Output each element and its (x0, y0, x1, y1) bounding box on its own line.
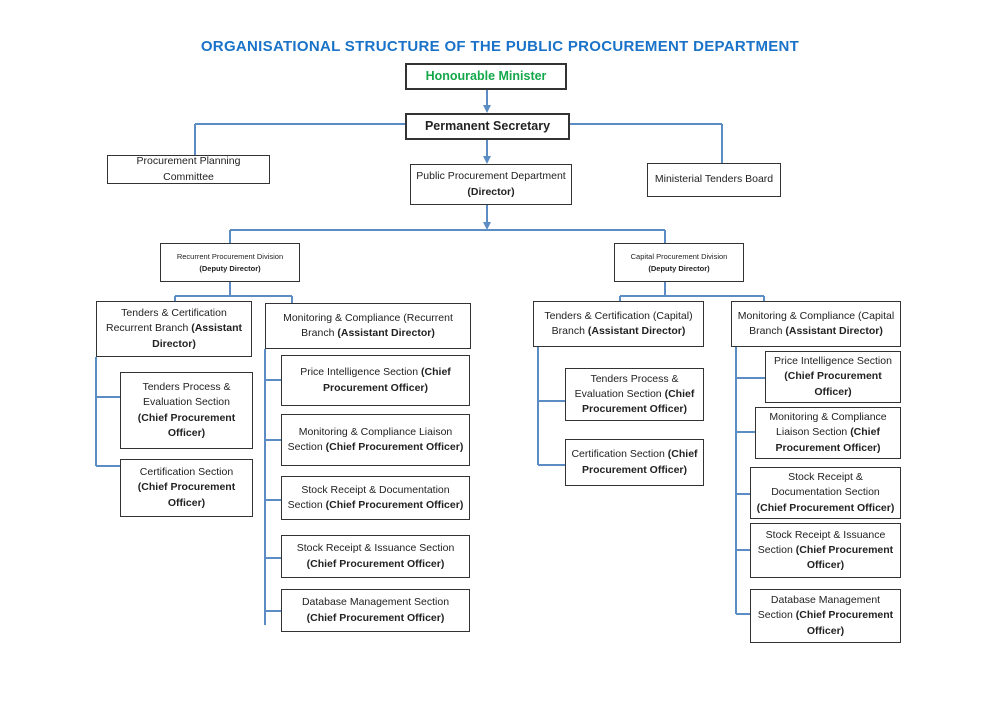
section-name: Tenders Process & Evaluation Section (574, 372, 679, 400)
recurrent-certification-box: Certification Section (Chief Procurement… (120, 459, 253, 517)
capital-mc-liaison-box: Monitoring & Compliance Liaison Section … (755, 407, 901, 459)
capital-price-intelligence-box: Price Intelligence Section (Chief Procur… (765, 351, 901, 403)
capital-division-role: (Deputy Director) (648, 263, 710, 273)
recurrent-tc-branch-box: Tenders & Certification Recurrent Branch… (96, 301, 252, 357)
recurrent-mc-branch-label: Monitoring & Compliance (Recurrent Branc… (283, 311, 453, 339)
section-role: (Chief Procurement Officer) (795, 609, 894, 637)
capital-tenders-process-box: Tenders Process & Evaluation Section (Ch… (565, 368, 704, 421)
recurrent-division-label: Recurrent Procurement Division (176, 252, 284, 262)
section-name: Price Intelligence Section (300, 366, 419, 379)
section-name: Stock Receipt & Issuance Section (296, 542, 455, 555)
section-name: Stock Receipt & Issuance Section (757, 528, 886, 556)
ppd-label: Public Procurement Department (416, 170, 566, 183)
section-name: Price Intelligence Section (774, 355, 892, 368)
section-name: Database Management Section (757, 594, 881, 622)
section-role: (Chief Procurement Officer) (756, 501, 895, 514)
capital-tc-branch-box: Tenders & Certification (Capital) Branch… (533, 301, 704, 347)
section-name: Tenders Process & Evaluation Section (142, 381, 231, 409)
section-name: Monitoring & Compliance Liaison Section (287, 425, 453, 453)
section-role: (Chief Procurement Officer) (581, 448, 698, 476)
recurrent-tenders-process-box: Tenders Process & Evaluation Section (Ch… (120, 372, 253, 449)
chart-title: ORGANISATIONAL STRUCTURE OF THE PUBLIC P… (200, 38, 800, 55)
section-role: (Chief Procurement Officer) (306, 557, 445, 570)
permanent-secretary-box: Permanent Secretary (405, 113, 570, 140)
capital-division-label: Capital Procurement Division (630, 252, 728, 262)
permanent-secretary-label: Permanent Secretary (424, 119, 551, 134)
section-name: Certification Section (571, 448, 665, 461)
section-role: (Chief Procurement Officer) (775, 426, 881, 454)
capital-tc-branch-label: Tenders & Certification (Capital) Branch (544, 309, 693, 337)
recurrent-mc-branch-box: Monitoring & Compliance (Recurrent Branc… (265, 303, 471, 349)
procurement-planning-committee-box: Procurement Planning Committee (107, 155, 270, 184)
section-role: (Chief Procurement Officer) (322, 366, 451, 394)
honourable-minister-box: Honourable Minister (405, 63, 567, 90)
section-role: (Chief Procurement Officer) (325, 441, 464, 453)
capital-mc-branch-label: Monitoring & Compliance (Capital Branch (737, 309, 895, 337)
recurrent-division-box: Recurrent Procurement Division (Deputy D… (160, 243, 300, 282)
ppd-role: (Director) (467, 185, 515, 198)
recurrent-tc-branch-label: Tenders & Certification Recurrent Branch (106, 307, 227, 335)
section-role: (Chief Procurement Officer) (137, 481, 236, 509)
capital-division-box: Capital Procurement Division (Deputy Dir… (614, 243, 744, 282)
recurrent-division-role: (Deputy Director) (199, 263, 261, 273)
section-role: (Chief Procurement Officer) (795, 543, 894, 572)
section-role: (Chief Procurement Officer) (784, 370, 882, 398)
capital-database-management-box: Database Management Section (Chief Procu… (750, 589, 901, 643)
honourable-minister-label: Honourable Minister (425, 69, 547, 84)
section-role: (Chief Procurement Officer) (137, 411, 236, 439)
capital-mc-branch-role: (Assistant Director) (785, 325, 883, 337)
capital-certification-box: Certification Section (Chief Procurement… (565, 439, 704, 486)
capital-mc-branch-box: Monitoring & Compliance (Capital Branch … (731, 301, 901, 347)
recurrent-database-management-box: Database Management Section (Chief Procu… (281, 589, 470, 632)
capital-tc-branch-role: (Assistant Director) (587, 325, 686, 337)
recurrent-price-intelligence-box: Price Intelligence Section (Chief Procur… (281, 355, 470, 406)
section-name: Stock Receipt & Documentation Section (771, 471, 880, 499)
public-procurement-department-box: Public Procurement Department (Director) (410, 164, 572, 205)
recurrent-stock-issuance-box: Stock Receipt & Issuance Section (Chief … (281, 535, 470, 578)
section-name: Monitoring & Compliance Liaison Section (769, 411, 887, 439)
capital-stock-issuance-box: Stock Receipt & Issuance Section (Chief … (750, 523, 901, 578)
section-role: (Chief Procurement Officer) (581, 387, 695, 416)
section-name: Database Management Section (301, 596, 450, 609)
ministerial-tenders-board-label: Ministerial Tenders Board (654, 173, 774, 186)
ministerial-tenders-board-box: Ministerial Tenders Board (647, 163, 781, 197)
section-name: Stock Receipt & Documentation Section (287, 483, 450, 511)
recurrent-tc-branch-role: (Assistant Director) (152, 322, 242, 350)
recurrent-mc-liaison-box: Monitoring & Compliance Liaison Section … (281, 414, 470, 466)
section-role: (Chief Procurement Officer) (306, 611, 445, 624)
capital-stock-documentation-box: Stock Receipt & Documentation Section (C… (750, 467, 901, 519)
section-role: (Chief Procurement Officer) (325, 499, 464, 511)
procurement-planning-committee-label: Procurement Planning Committee (136, 155, 241, 183)
recurrent-mc-branch-role: (Assistant Director) (337, 327, 435, 339)
recurrent-stock-documentation-box: Stock Receipt & Documentation Section (C… (281, 476, 470, 520)
section-name: Certification Section (139, 466, 234, 479)
